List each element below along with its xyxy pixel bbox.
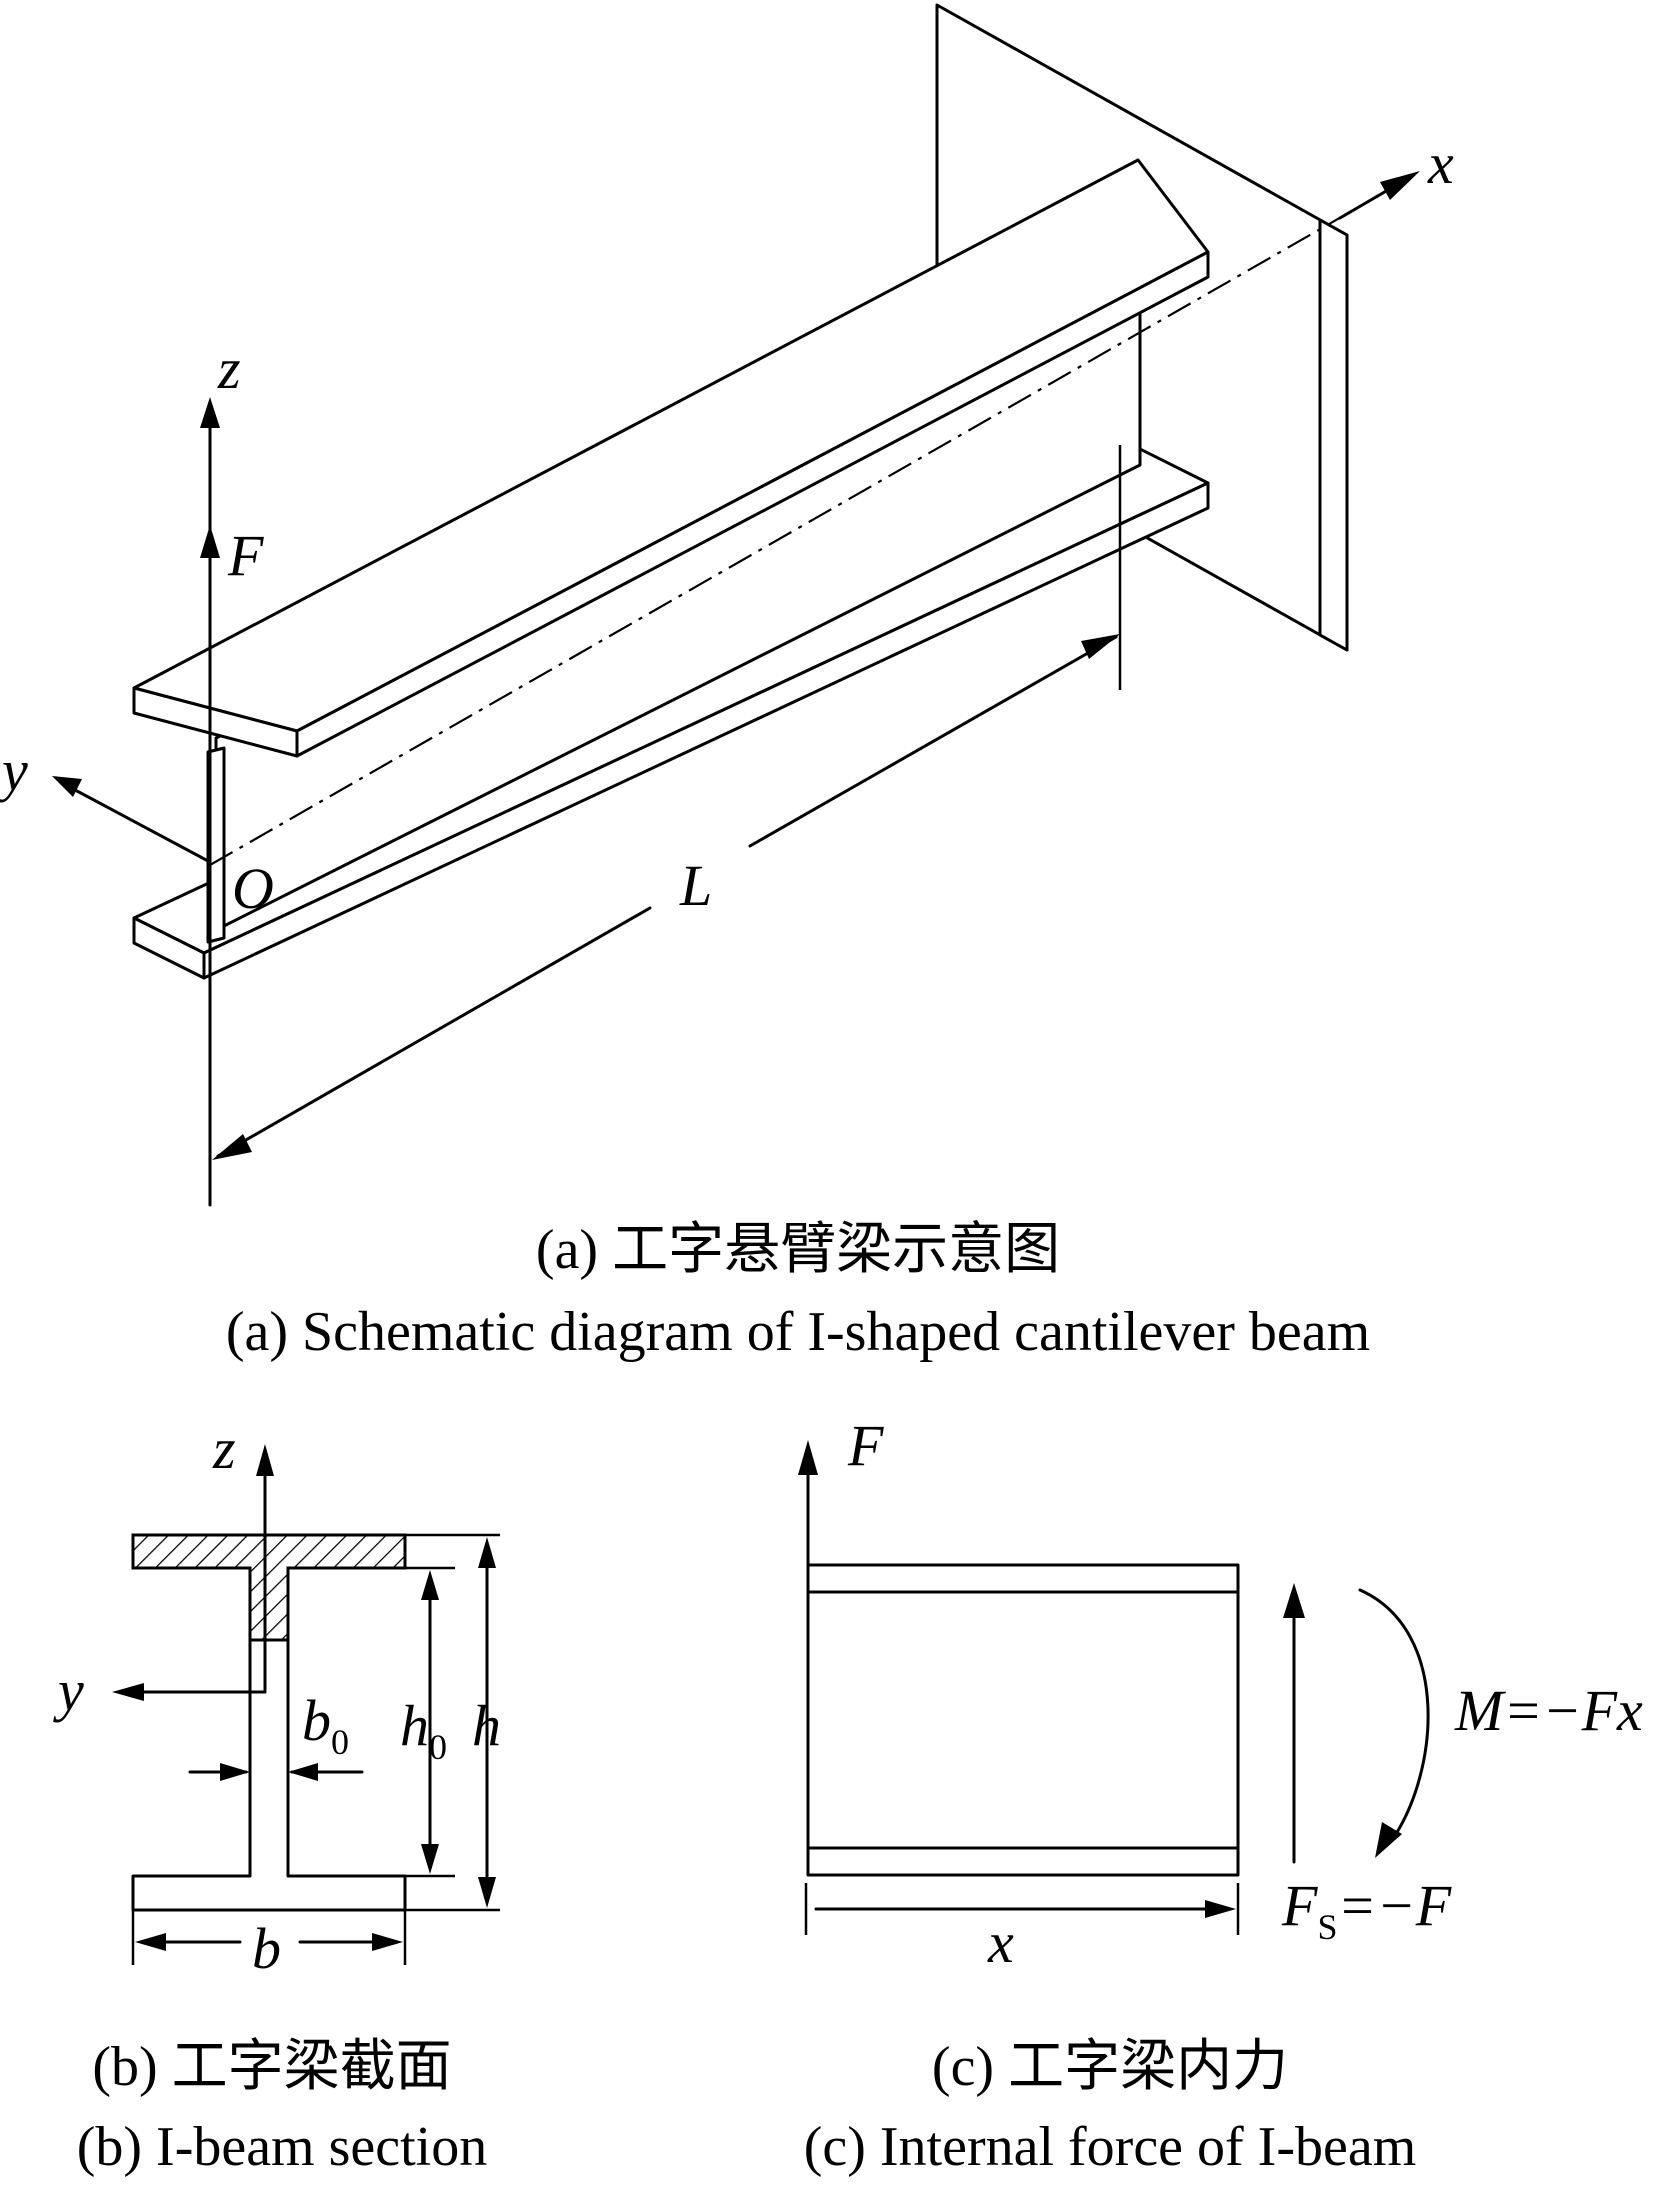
h0-arrow-top — [421, 1570, 439, 1600]
y-axis-arrowhead — [52, 776, 82, 797]
b-arrow-right — [372, 1933, 403, 1951]
y-axis-label: y — [0, 738, 28, 803]
b-label: b — [252, 1916, 281, 1981]
dimension-line-upper — [748, 635, 1118, 848]
z-axis-arrowhead — [200, 397, 220, 428]
force-label: F — [227, 523, 264, 588]
h-arrow-top — [478, 1537, 496, 1568]
moment-label: M=−Fx — [1454, 1678, 1643, 1743]
b0-label: b0 — [302, 1688, 349, 1762]
caption-a-cn: (a) 工字悬臂梁示意图 — [536, 1219, 1060, 1281]
caption-b-cn: (b) 工字梁截面 — [92, 2036, 451, 2098]
origin-label: O — [232, 856, 274, 921]
panel-a-cantilever-diagram: x z F y O L (a) 工字悬臂梁示意图 (a) Schematic d… — [0, 3, 1454, 1363]
caption-a-en: (a) Schematic diagram of I-shaped cantil… — [226, 1301, 1370, 1363]
x-axis-label: x — [1427, 131, 1454, 196]
moment-arc — [1358, 1588, 1430, 1842]
caption-b-en: (b) I-beam section — [77, 2116, 487, 2178]
caption-c-cn: (c) 工字梁内力 — [932, 2036, 1288, 2098]
panel-b-section: z y b0 h0 h b (b) 工字梁截面 (b) I-beam secti… — [53, 1416, 501, 2178]
panel-c-internal-force: F M=−Fx FS=−F x (c) 工字梁内力 (c) Internal f… — [798, 1413, 1643, 2178]
h0-arrow-bottom — [421, 1844, 439, 1874]
x-axis-arrowhead — [1380, 171, 1420, 200]
x-arrow-right — [1205, 1900, 1236, 1918]
dimension-arrowhead-right — [1081, 634, 1120, 659]
shear-force-arrowhead — [1283, 1583, 1305, 1618]
z-axis-label: z — [217, 336, 241, 401]
applied-force-arrowhead — [798, 1440, 818, 1475]
hatched-flange — [131, 1533, 407, 1642]
b0-arrow-right — [288, 1763, 318, 1781]
shear-force-label: FS=−F — [1281, 1873, 1452, 1947]
section-y-label: y — [53, 1658, 84, 1723]
force-arrowhead — [200, 525, 220, 558]
y-axis — [60, 781, 212, 864]
section-y-arrowhead — [112, 1683, 144, 1701]
x-axis-centerline — [209, 187, 1393, 866]
b-arrow-left — [135, 1933, 166, 1951]
beam-segment — [806, 1563, 1240, 1877]
length-label: L — [679, 853, 712, 918]
h0-label: h0 — [400, 1693, 447, 1767]
h-label: h — [472, 1693, 501, 1758]
wall-plate — [935, 3, 1349, 652]
section-z-label: z — [212, 1416, 236, 1481]
b0-arrow-left — [220, 1763, 250, 1781]
caption-c-en: (c) Internal force of I-beam — [804, 2116, 1417, 2178]
h-arrow-bottom — [478, 1877, 496, 1908]
dimension-arrowhead-left — [212, 1134, 252, 1160]
section-z-arrowhead — [256, 1444, 274, 1476]
moment-arrowhead — [1375, 1822, 1402, 1858]
x-length-label: x — [987, 1910, 1014, 1975]
top-flange — [132, 158, 1210, 758]
dimension-line-lower — [216, 906, 652, 1158]
applied-force-label: F — [847, 1413, 884, 1478]
